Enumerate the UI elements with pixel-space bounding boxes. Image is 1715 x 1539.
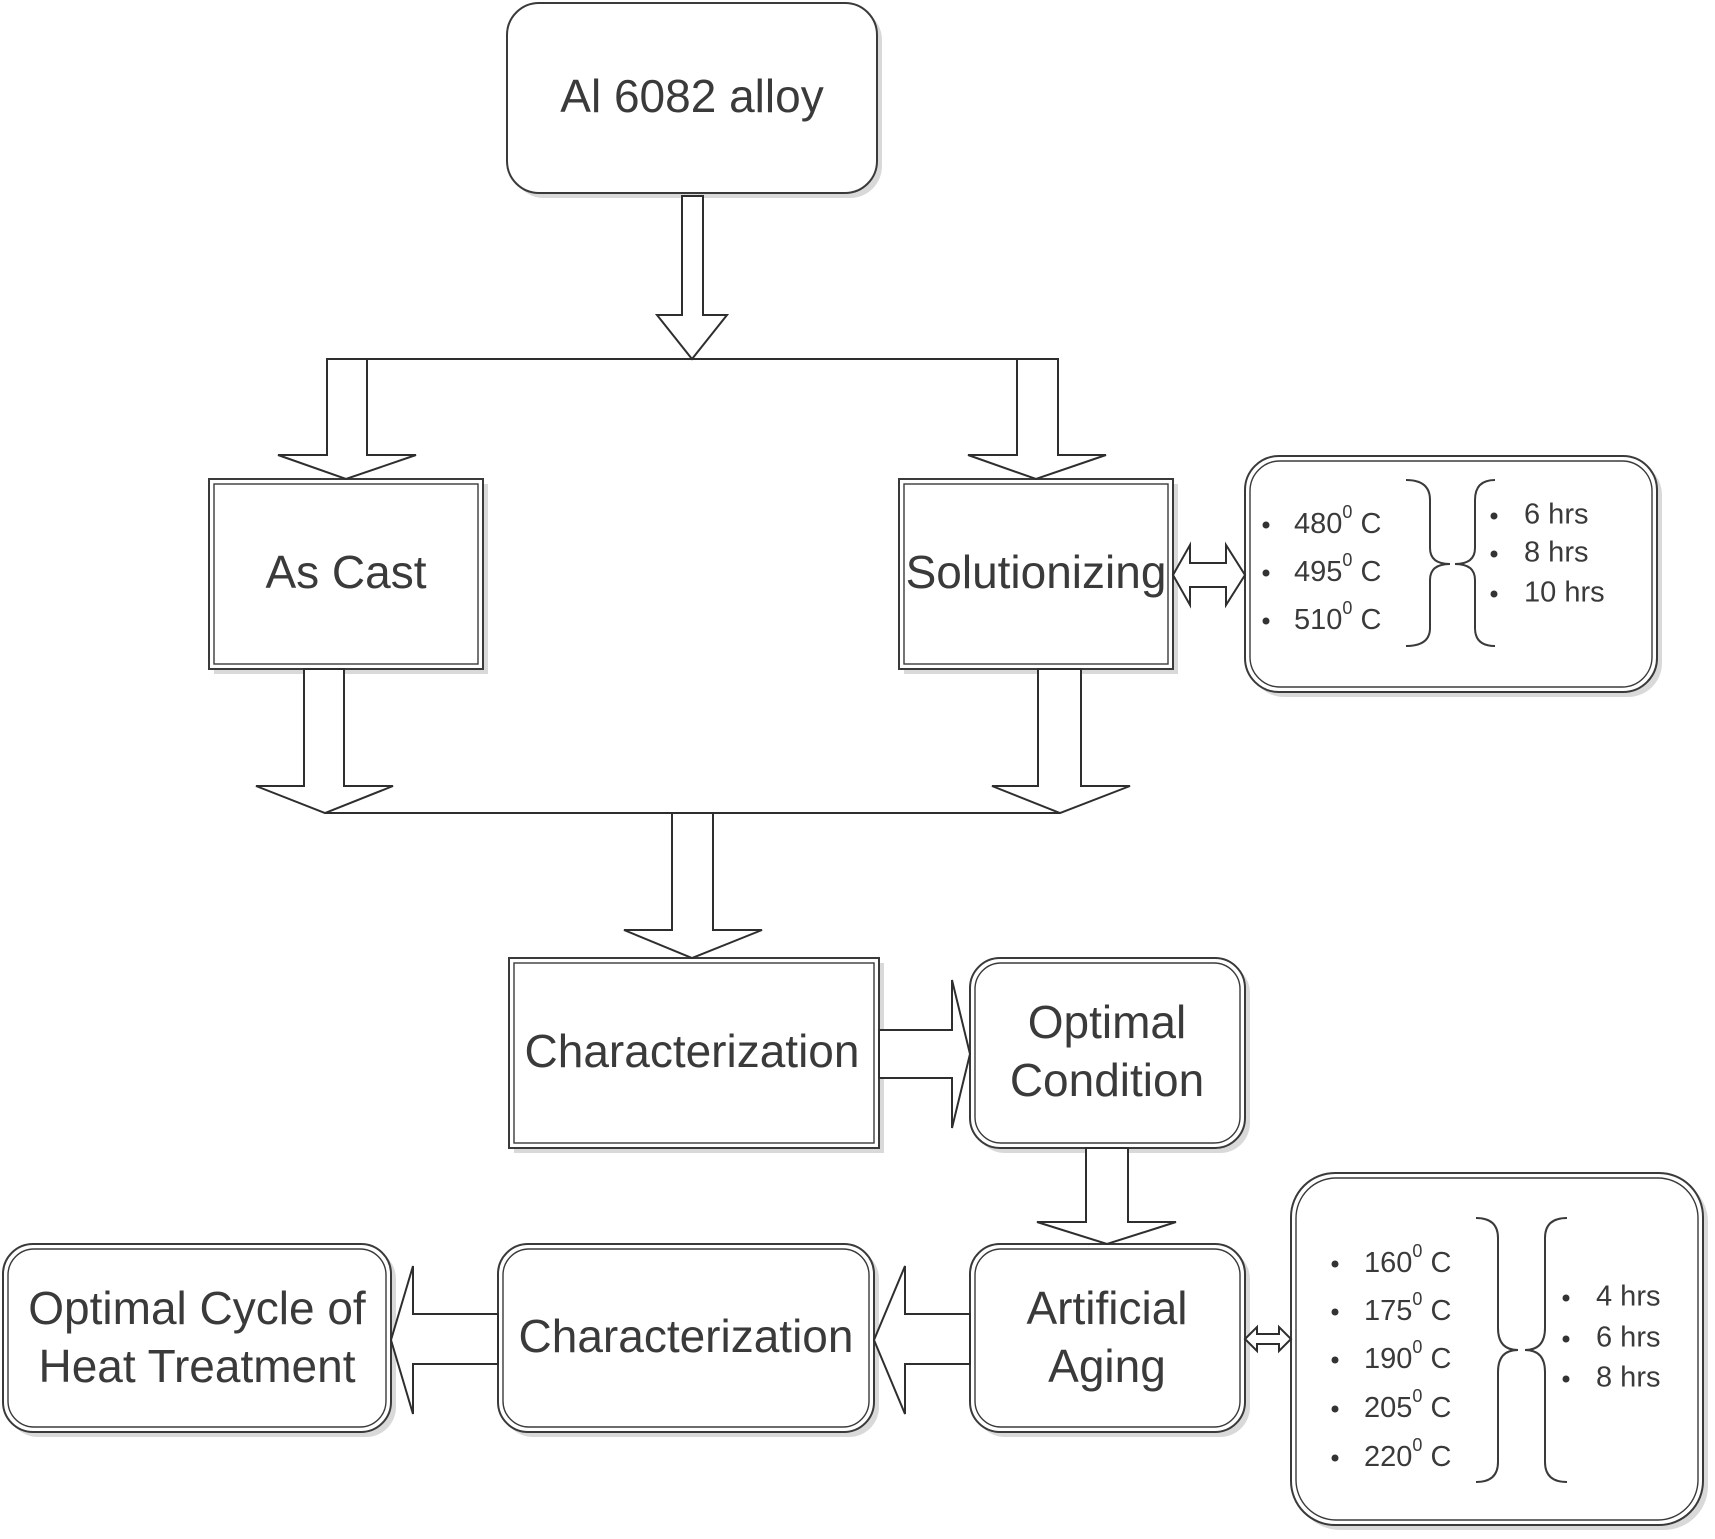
arrow-solutionizing-params bbox=[1171, 541, 1247, 609]
svg-text:2200 C: 2200 C bbox=[1364, 1435, 1451, 1473]
node-alloy: Al 6082 alloy bbox=[506, 2, 882, 198]
arrow-as-cast-down bbox=[255, 668, 394, 815]
arrow-to-solutionizing bbox=[967, 358, 1107, 481]
svg-text:1750 C: 1750 C bbox=[1364, 1289, 1451, 1327]
svg-text:5100 C: 5100 C bbox=[1294, 598, 1381, 636]
svg-text:4 hrs: 4 hrs bbox=[1596, 1281, 1660, 1313]
svg-text:6 hrs: 6 hrs bbox=[1524, 499, 1588, 531]
svg-text:6 hrs: 6 hrs bbox=[1596, 1322, 1660, 1354]
aging-temp-4: 2050 C bbox=[1331, 1386, 1451, 1424]
svg-text:1900 C: 1900 C bbox=[1364, 1337, 1451, 1375]
arrow-to-characterization-2 bbox=[872, 1265, 971, 1415]
solutionizing-temp-2: 4950 C bbox=[1262, 550, 1381, 588]
svg-text:8 hrs: 8 hrs bbox=[1524, 537, 1588, 569]
node-characterization-1-label: Characterization bbox=[525, 1025, 860, 1077]
svg-text:4950 C: 4950 C bbox=[1294, 550, 1381, 588]
node-characterization-2-label: Characterization bbox=[519, 1310, 854, 1362]
svg-text:4800 C: 4800 C bbox=[1294, 502, 1381, 540]
aging-closing-brace bbox=[1475, 1217, 1519, 1483]
node-solutionizing: Solutionizing bbox=[898, 478, 1178, 674]
solutionizing-duration-3: 10 hrs bbox=[1490, 577, 1605, 609]
solutionizing-params-box: 4800 C 4950 C 5100 C 6 hrs 8 hrs 10 hrs bbox=[1244, 455, 1662, 697]
node-characterization-2: Characterization bbox=[497, 1243, 879, 1437]
arrow-to-artificial-aging bbox=[1036, 1147, 1177, 1246]
arrow-to-as-cast bbox=[277, 358, 417, 481]
aging-temp-3: 1900 C bbox=[1331, 1337, 1451, 1375]
aging-duration-1: 4 hrs bbox=[1562, 1281, 1660, 1313]
node-artificial-aging-line2: Aging bbox=[1048, 1340, 1166, 1392]
aging-duration-2: 6 hrs bbox=[1562, 1322, 1660, 1354]
arrow-to-characterization-1 bbox=[623, 812, 763, 960]
svg-text:8 hrs: 8 hrs bbox=[1596, 1362, 1660, 1394]
node-optimal-cycle-line1: Optimal Cycle of bbox=[28, 1282, 366, 1334]
node-optimal-cycle: Optimal Cycle of Heat Treatment bbox=[2, 1243, 396, 1437]
svg-text:10 hrs: 10 hrs bbox=[1524, 577, 1605, 609]
node-artificial-aging: Artificial Aging bbox=[969, 1243, 1250, 1437]
svg-text:2050 C: 2050 C bbox=[1364, 1386, 1451, 1424]
arrow-to-optimal-condition bbox=[878, 979, 972, 1129]
svg-text:1600 C: 1600 C bbox=[1364, 1241, 1451, 1279]
aging-temp-5: 2200 C bbox=[1331, 1435, 1451, 1473]
node-artificial-aging-line1: Artificial bbox=[1026, 1282, 1187, 1334]
arrow-alloy-down bbox=[654, 195, 730, 361]
node-optimal-cycle-line2: Heat Treatment bbox=[38, 1340, 355, 1392]
arrow-solutionizing-down bbox=[991, 668, 1131, 815]
arrow-aging-params bbox=[1243, 1324, 1293, 1354]
arrow-to-optimal-cycle bbox=[389, 1265, 499, 1415]
solutionizing-opening-brace bbox=[1454, 479, 1496, 647]
node-optimal-condition-line2: Condition bbox=[1010, 1054, 1204, 1106]
solutionizing-duration-1: 6 hrs bbox=[1490, 499, 1588, 531]
node-as-cast: As Cast bbox=[208, 478, 488, 674]
node-alloy-label: Al 6082 alloy bbox=[560, 70, 823, 122]
solutionizing-temp-1: 4800 C bbox=[1262, 502, 1381, 540]
aging-opening-brace bbox=[1524, 1217, 1568, 1483]
aging-temp-2: 1750 C bbox=[1331, 1289, 1451, 1327]
node-as-cast-label: As Cast bbox=[265, 546, 426, 598]
solutionizing-temp-3: 5100 C bbox=[1262, 598, 1381, 636]
node-optimal-condition: Optimal Condition bbox=[969, 957, 1250, 1153]
node-optimal-condition-line1: Optimal bbox=[1028, 996, 1186, 1048]
aging-params-box: 1600 C 1750 C 1900 C 2050 C 2200 C 4 hrs… bbox=[1290, 1172, 1708, 1530]
node-characterization-1: Characterization bbox=[508, 957, 884, 1153]
solutionizing-duration-2: 8 hrs bbox=[1490, 537, 1588, 569]
aging-duration-3: 8 hrs bbox=[1562, 1362, 1660, 1394]
solutionizing-closing-brace bbox=[1405, 479, 1451, 647]
aging-temp-1: 1600 C bbox=[1331, 1241, 1451, 1279]
node-solutionizing-label: Solutionizing bbox=[906, 546, 1167, 598]
